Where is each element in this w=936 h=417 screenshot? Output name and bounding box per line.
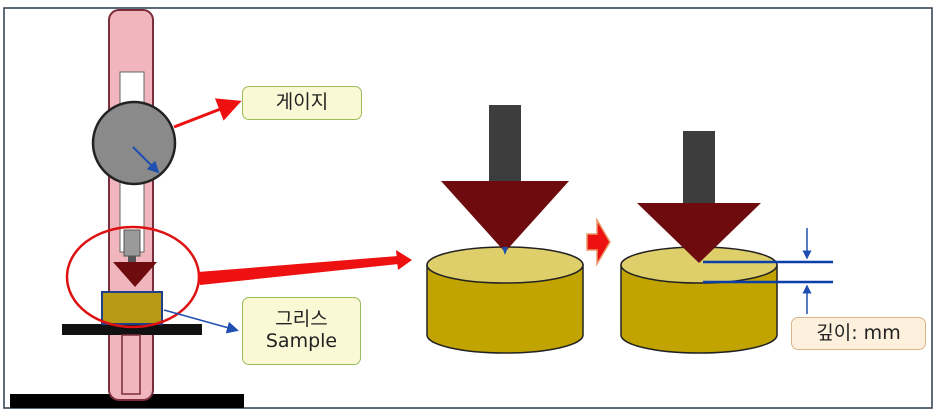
small-cone: [113, 262, 157, 287]
zoom-arrow: [198, 250, 412, 285]
gauge-dial: [91, 100, 177, 186]
depth-callout: 깊이: mm: [791, 317, 926, 350]
stand-platform: [62, 324, 202, 335]
transition-arrow: [586, 217, 611, 267]
penetrometer-stand: [10, 9, 244, 408]
cone-2: [637, 203, 761, 263]
platform-support: [121, 334, 141, 395]
gauge-pointer-arrow: [173, 98, 242, 129]
plunger-rod-1: [489, 105, 521, 182]
sample-cylinder-body-2: [620, 264, 778, 354]
cone-tip-1: [502, 247, 508, 255]
sample-pointer-arrow: [163, 309, 239, 334]
after-penetration: [620, 131, 833, 354]
before-penetration: [426, 105, 584, 354]
plunger-rod-2: [683, 131, 715, 205]
grease-sample-callout: 그리스 Sample: [242, 297, 361, 365]
depth-label-text: 깊이: mm: [816, 321, 901, 344]
cone-1: [441, 181, 569, 252]
sample-cylinder-body-1: [426, 264, 584, 354]
grease-cup: [101, 291, 163, 325]
gauge-label-text: 게이지: [275, 91, 329, 114]
grease-label-text: 그리스: [275, 308, 328, 331]
plunger-stem: [128, 256, 136, 262]
plunger-rod-small: [123, 229, 141, 257]
gauge-needle: [132, 146, 160, 174]
sample-label-text: Sample: [265, 330, 338, 352]
gauge-callout: 게이지: [242, 86, 362, 120]
